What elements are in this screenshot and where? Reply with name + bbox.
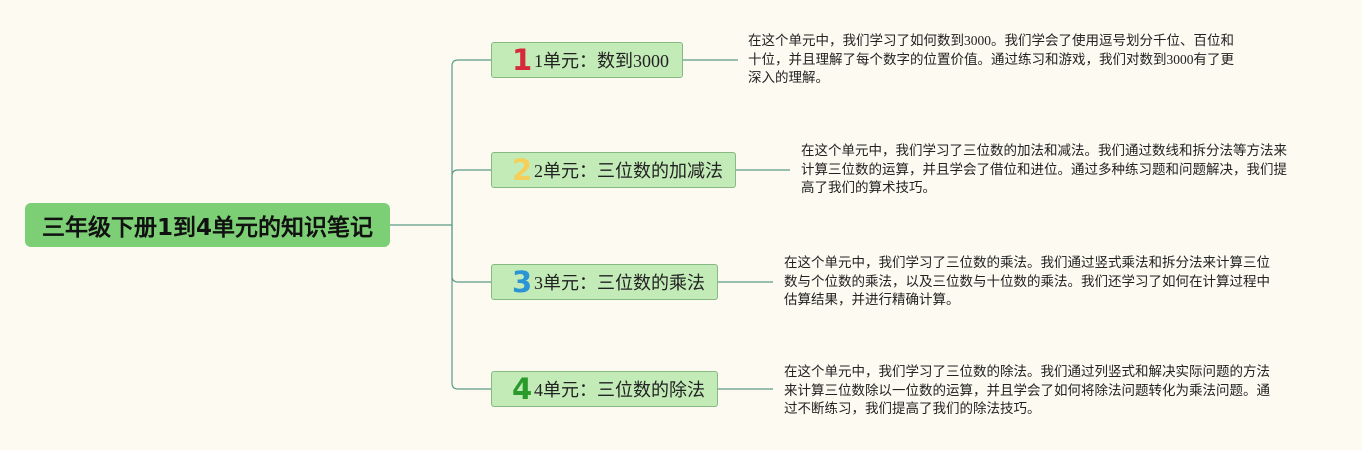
number-2-icon: 2 bbox=[512, 152, 533, 187]
branch-unit-1[interactable]: 1 1单元：数到3000 bbox=[491, 42, 683, 78]
note-unit-1: 在这个单元中，我们学习了如何数到3000。我们学会了使用逗号划分千位、百位和十位… bbox=[748, 33, 1234, 85]
number-3-icon: 3 bbox=[512, 264, 533, 299]
note-unit-2: 在这个单元中，我们学习了三位数的加法和减法。我们通过数线和拆分法等方法来计算三位… bbox=[801, 143, 1287, 195]
branch-unit-3[interactable]: 3 3单元：三位数的乘法 bbox=[491, 264, 718, 300]
root-topic-label: 三年级下册1到4单元的知识笔记 bbox=[41, 215, 373, 241]
branch-unit-2[interactable]: 2 2单元：三位数的加减法 bbox=[491, 152, 736, 188]
branch-unit-1-label: 1单元：数到3000 bbox=[534, 51, 669, 71]
branch-unit-2-label: 2单元：三位数的加减法 bbox=[534, 161, 723, 181]
branch-unit-4-label: 4单元：三位数的除法 bbox=[534, 380, 705, 400]
note-unit-3: 在这个单元中，我们学习了三位数的乘法。我们通过竖式乘法和拆分法来计算三位数与个位… bbox=[784, 255, 1270, 307]
note-unit-4: 在这个单元中，我们学习了三位数的除法。我们通过列竖式和解决实际问题的方法来计算三… bbox=[784, 364, 1270, 416]
number-1-icon: 1 bbox=[512, 42, 533, 77]
root-topic[interactable]: 三年级下册1到4单元的知识笔记 bbox=[25, 203, 390, 247]
number-4-icon: 4 bbox=[512, 371, 533, 406]
branch-unit-4[interactable]: 4 4单元：三位数的除法 bbox=[491, 371, 718, 407]
branch-unit-3-label: 3单元：三位数的乘法 bbox=[534, 273, 705, 293]
